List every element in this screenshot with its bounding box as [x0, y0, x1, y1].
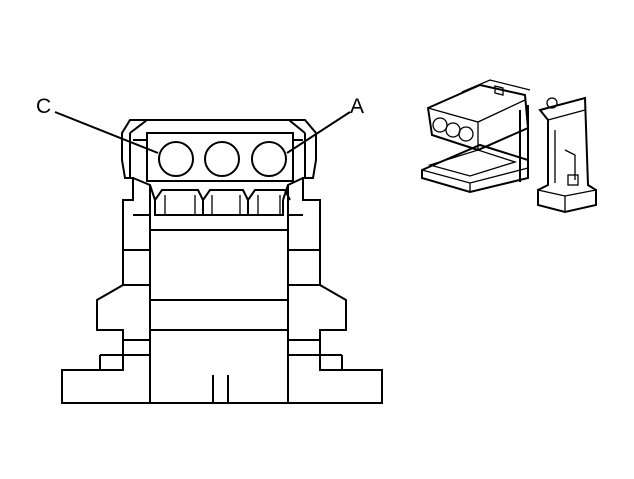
terminal-c [158, 141, 194, 177]
left-steps [99, 214, 150, 370]
iso-connector-top [461, 79, 531, 96]
base-flange [149, 370, 289, 403]
iso-connector-edges [427, 99, 526, 150]
terminal-a [251, 141, 287, 177]
leader-line-a [286, 111, 351, 154]
iso-pin-2 [445, 122, 461, 138]
tray-detail [421, 149, 529, 192]
left-rail [132, 139, 156, 230]
connector-isometric-view [421, 79, 597, 214]
bracket-bolt [546, 97, 558, 109]
terminal-b [204, 141, 240, 177]
leader-line-c [54, 111, 159, 154]
body-lines [123, 229, 320, 370]
callouts: C A [36, 95, 364, 154]
label-a: A [350, 95, 364, 118]
terminal-window [146, 132, 294, 182]
right-steps [288, 214, 343, 370]
connector-front-view [61, 119, 383, 404]
lock-tab-details [164, 195, 281, 215]
iso-pin-3 [458, 126, 474, 142]
bracket-detail [537, 109, 597, 212]
base-tray [421, 143, 529, 194]
connector-outline [61, 119, 383, 404]
iso-pin-1 [432, 117, 448, 133]
upper-housing [129, 119, 306, 178]
lock-tabs [154, 189, 291, 216]
harness-post [519, 105, 529, 182]
bracket-clip [567, 174, 579, 186]
label-c: C [36, 95, 51, 118]
